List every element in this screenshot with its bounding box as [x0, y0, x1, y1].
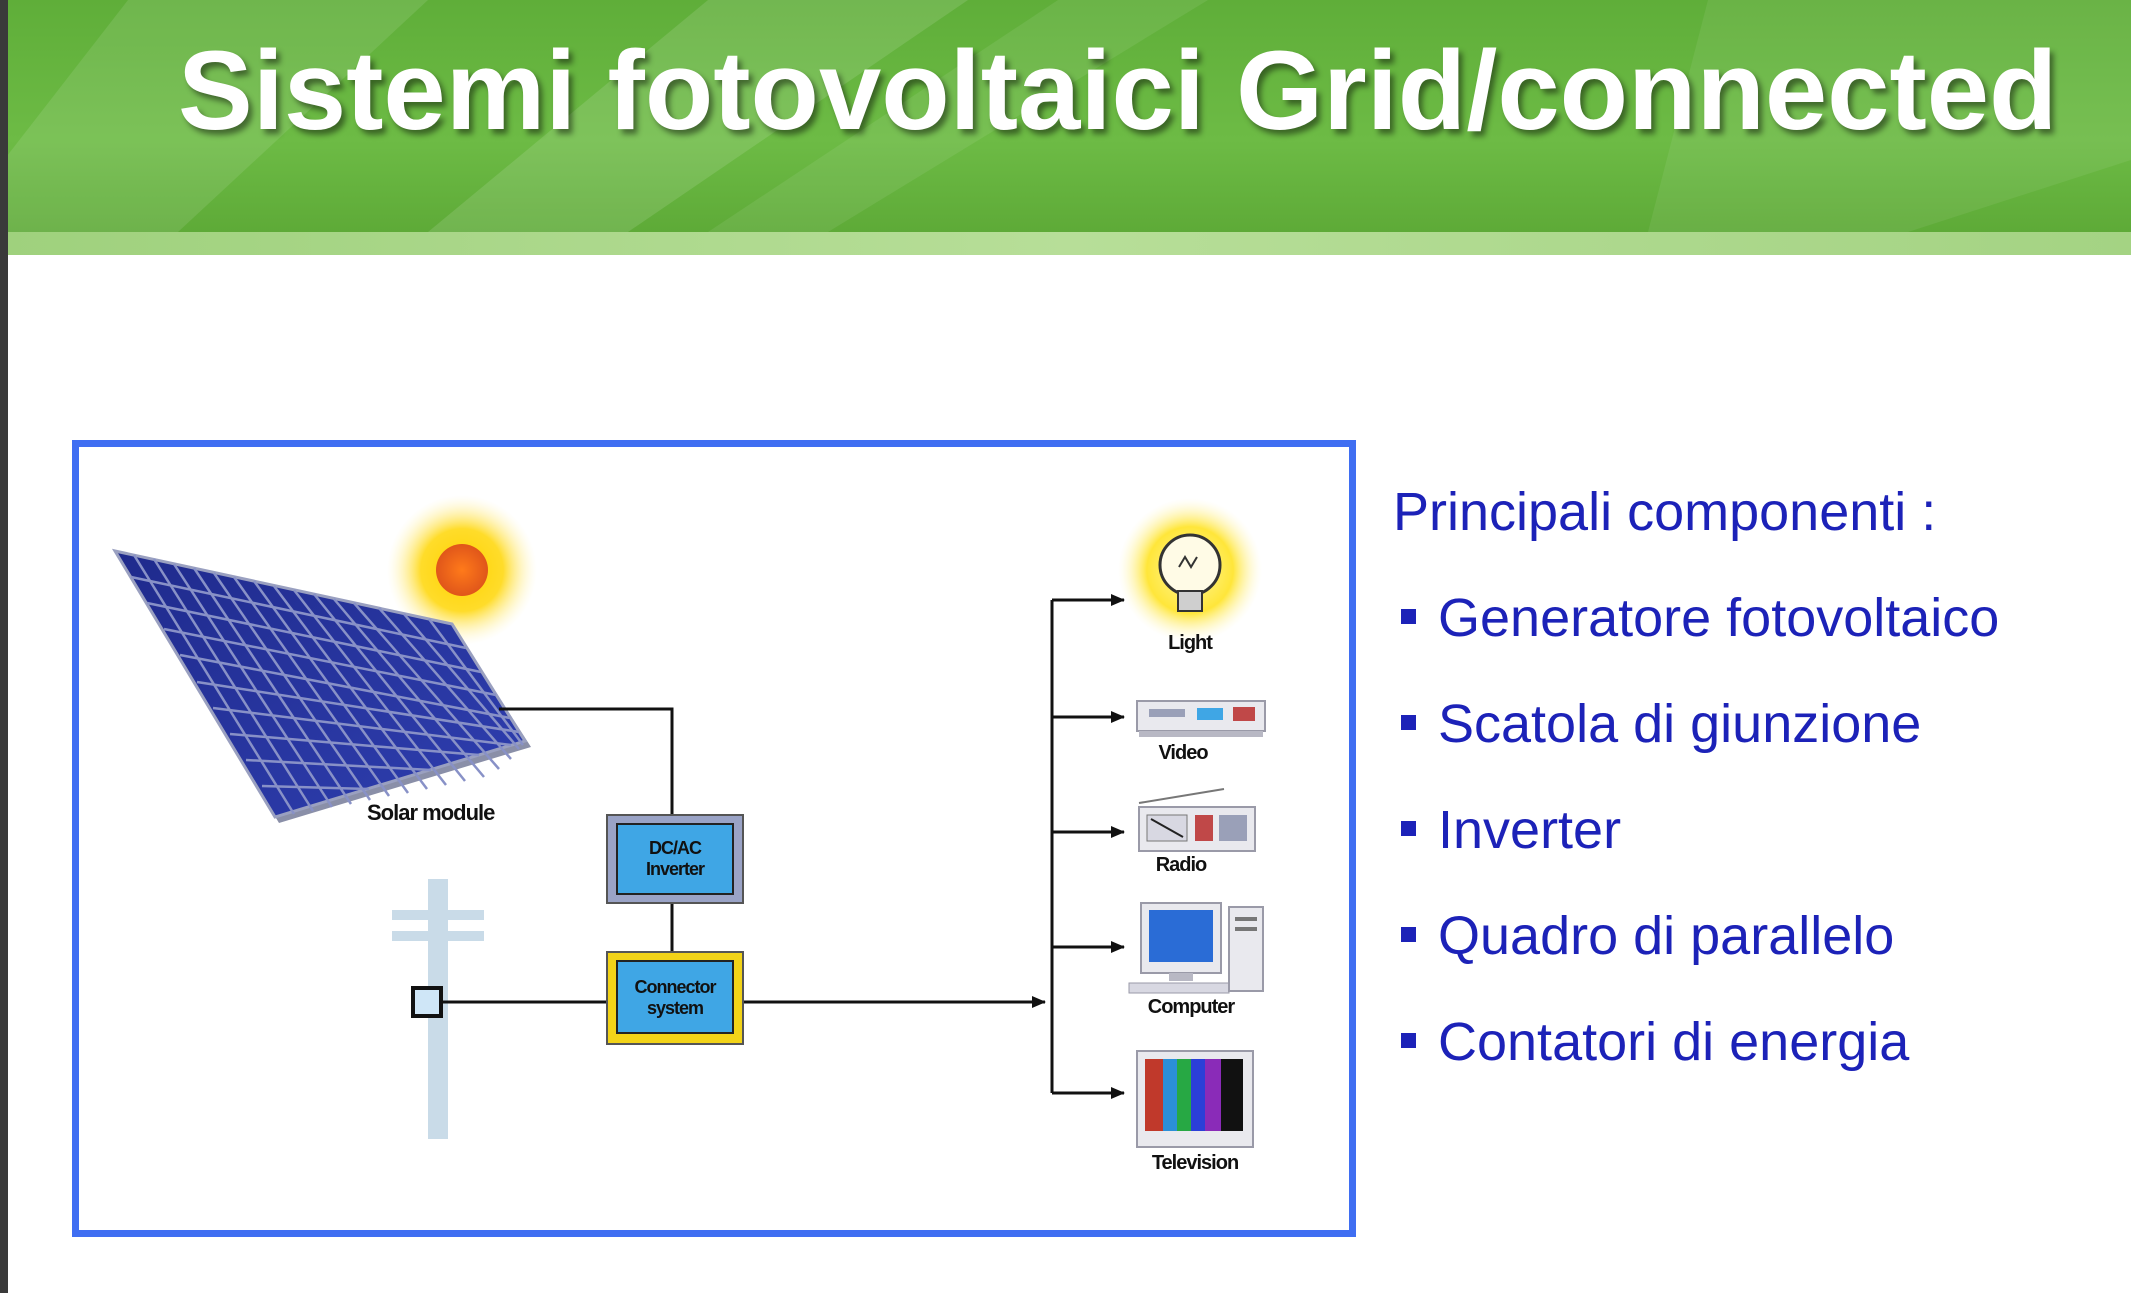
list-item-label: Contatori di energia	[1438, 1012, 1910, 1072]
television-label: Television	[1152, 1152, 1238, 1174]
radio-icon	[1138, 788, 1256, 852]
grid-meter-icon	[411, 986, 443, 1018]
video-label: Video	[1158, 742, 1208, 764]
list-item: Scatola di giunzione	[1393, 692, 1999, 798]
slide-header: Sistemi fotovoltaici Grid/connected	[8, 0, 2131, 255]
list-item-label: Scatola di giunzione	[1438, 694, 1922, 754]
connector-system-box	[606, 951, 744, 1045]
header-decoration	[8, 0, 2131, 232]
light-bulb-icon	[1118, 498, 1262, 642]
list-item: Inverter	[1393, 798, 1999, 904]
bullet-icon	[1401, 1033, 1416, 1048]
components-heading: Principali componenti :	[1393, 482, 1937, 542]
bullet-icon	[1401, 715, 1416, 730]
television-icon	[1136, 1050, 1254, 1148]
list-item: Contatori di energia	[1393, 1010, 1999, 1116]
inverter-label-line2: Inverter	[646, 859, 705, 879]
solar-module-label: Solar module	[367, 800, 495, 825]
connector-label-line2: system	[647, 998, 703, 1018]
wiring	[441, 594, 1125, 1099]
header-band	[8, 232, 2131, 255]
diagram-canvas: Solar module DC/AC Inverter	[111, 495, 1266, 1174]
bullet-icon	[1401, 821, 1416, 836]
slide-left-edge	[0, 0, 8, 1293]
inverter-box	[606, 814, 744, 904]
light-label: Light	[1168, 632, 1213, 654]
bullet-icon	[1401, 927, 1416, 942]
sun-icon	[387, 495, 537, 645]
components-list: Generatore fotovoltaico Scatola di giunz…	[1393, 586, 1999, 1116]
computer-icon	[1128, 902, 1264, 994]
computer-label: Computer	[1148, 996, 1236, 1018]
video-recorder-icon	[1136, 700, 1266, 737]
list-item: Generatore fotovoltaico	[1393, 586, 1999, 692]
slide-title: Sistemi fotovoltaici Grid/connected	[178, 28, 2058, 153]
inverter-label-line1: DC/AC	[649, 838, 702, 858]
list-item: Quadro di parallelo	[1393, 904, 1999, 1010]
connector-label-line1: Connector	[635, 977, 717, 997]
radio-label: Radio	[1156, 854, 1207, 876]
list-item-label: Quadro di parallelo	[1438, 906, 1895, 966]
grid-connected-diagram: Solar module DC/AC Inverter	[72, 440, 1356, 1237]
bullet-icon	[1401, 609, 1416, 624]
solar-panel-icon	[111, 548, 531, 823]
list-item-label: Generatore fotovoltaico	[1438, 588, 2000, 648]
list-item-label: Inverter	[1438, 800, 1622, 860]
